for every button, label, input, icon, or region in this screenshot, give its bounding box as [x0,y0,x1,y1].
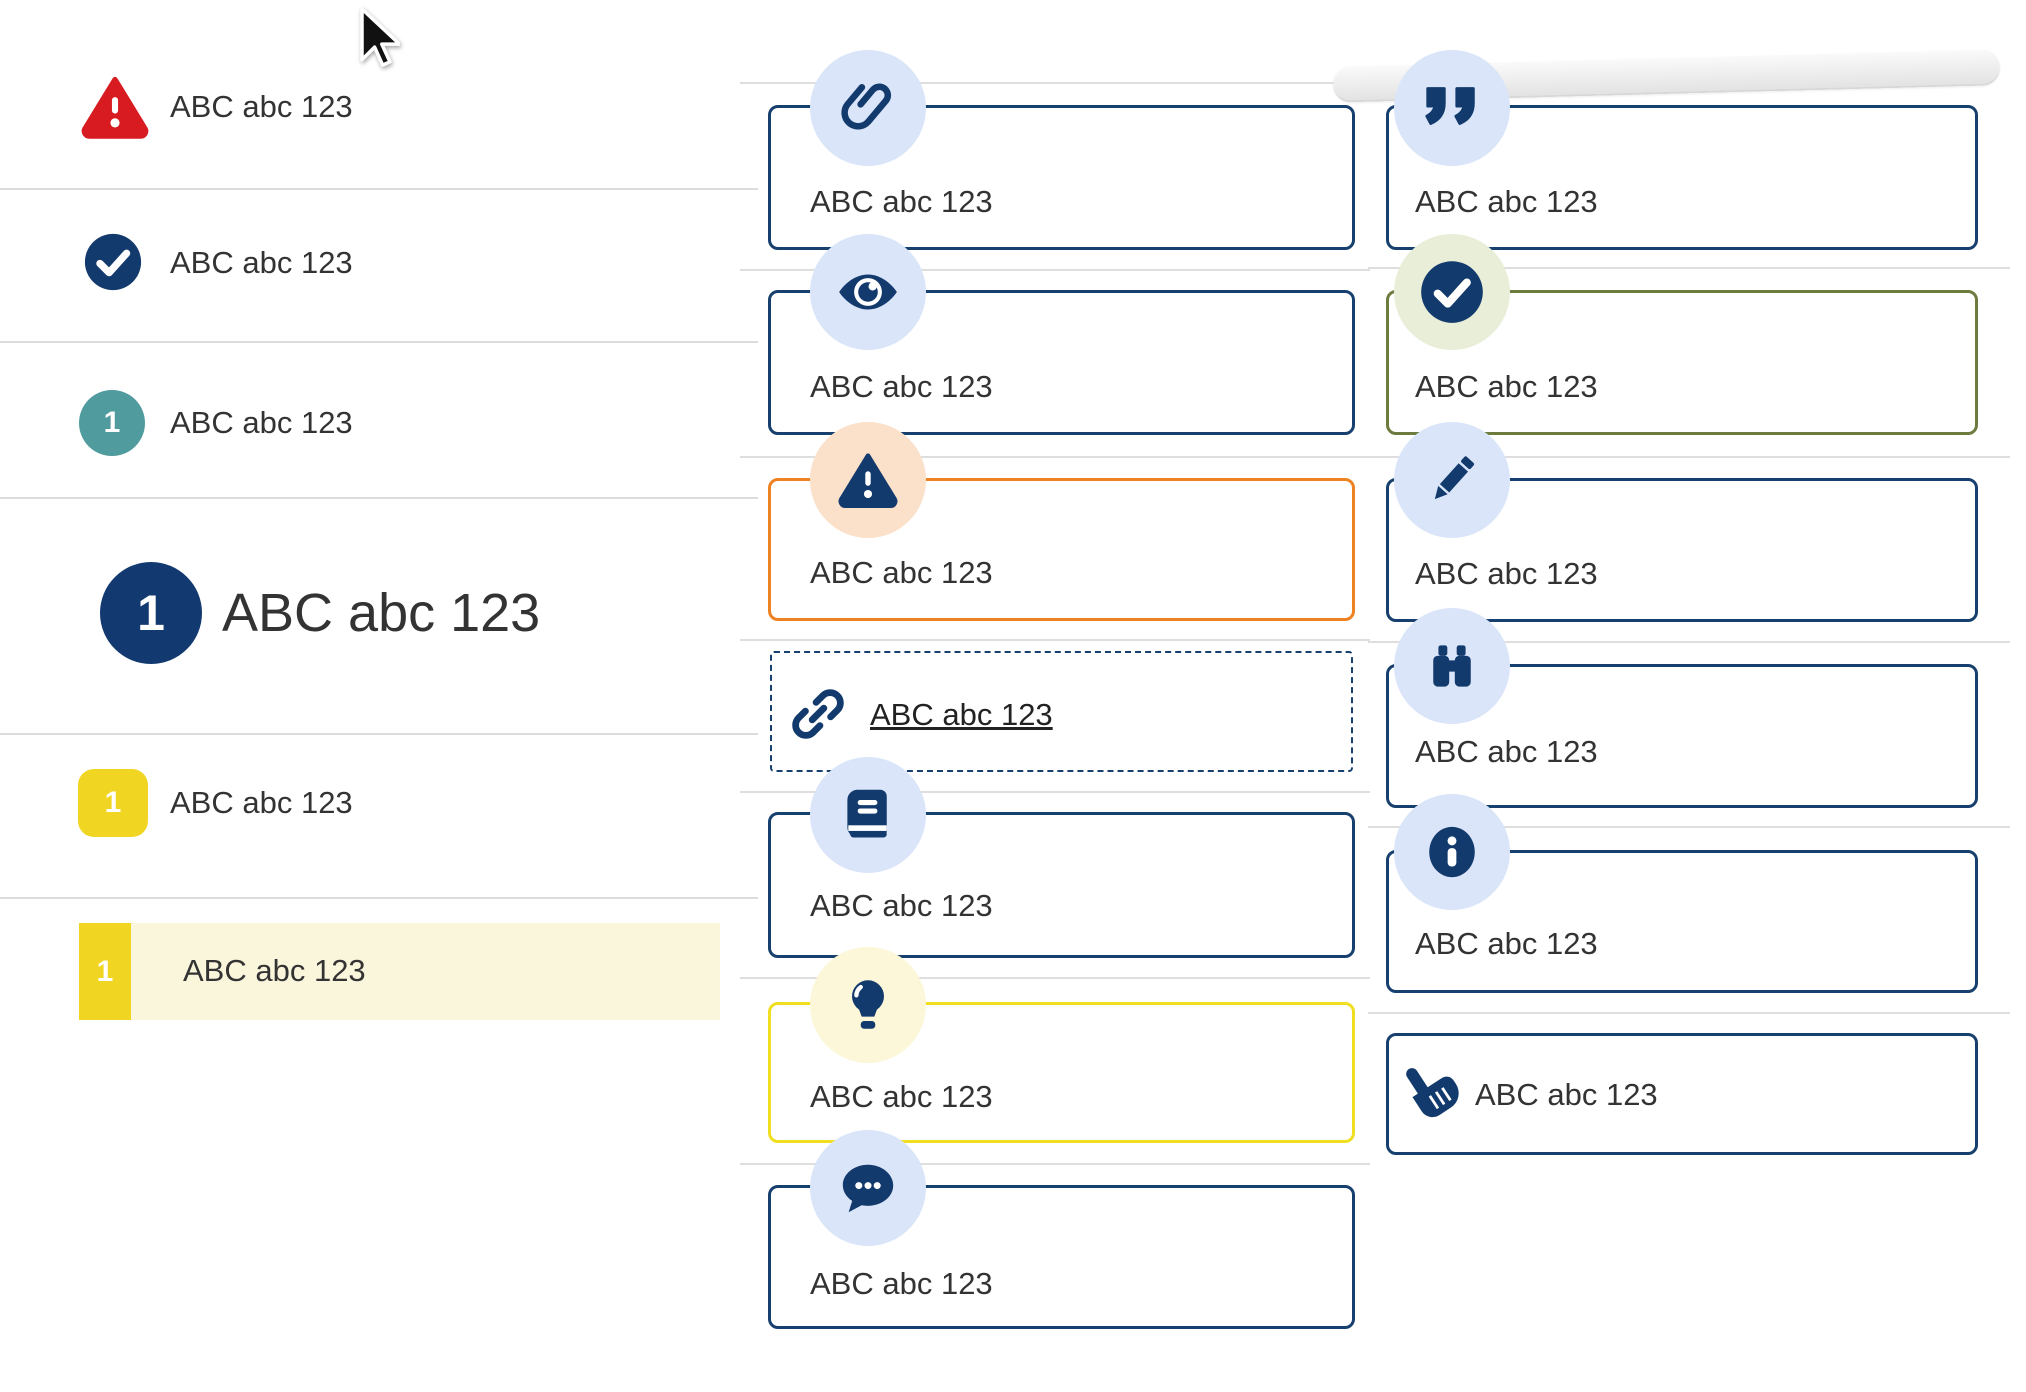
divider [740,639,1370,641]
binoculars-icon [1394,608,1510,724]
list-item-label: ABC abc 123 [183,953,366,988]
callout-label: ABC abc 123 [810,1079,993,1114]
quote-icon [1394,50,1510,166]
divider [0,341,758,343]
paperclip-icon [810,50,926,166]
callout-label: ABC abc 123 [810,369,993,404]
link-icon [787,683,849,750]
list-item-label: ABC abc 123 [222,583,541,643]
divider [740,977,1370,979]
list-item-warning[interactable]: ABC abc 123 [0,0,758,188]
divider [1368,456,2010,458]
divider [0,497,758,499]
divider [740,456,1370,458]
hand-pointer-icon [1398,1058,1466,1131]
list-item-check[interactable]: ABC abc 123 [0,188,758,341]
divider [740,82,1370,84]
callout-link[interactable] [770,651,1353,772]
lightbulb-icon [810,947,926,1063]
callout-label: ABC abc 123 [810,184,993,219]
callout-link-text[interactable]: ABC abc 123 [870,697,1053,732]
divider [0,188,758,190]
callout-label: ABC abc 123 [1415,926,1598,961]
book-icon [810,757,926,873]
callout-label: ABC abc 123 [810,888,993,923]
list-item-label: ABC abc 123 [170,405,353,440]
number-badge: 1 [79,923,131,1020]
check-circle-icon [82,231,144,298]
number-badge: 1 [100,562,202,664]
callout-label: ABC abc 123 [810,555,993,590]
callout-label: ABC abc 123 [810,1266,993,1301]
check-circle-icon [1394,234,1510,350]
divider [740,1163,1370,1165]
callout-label: ABC abc 123 [1415,184,1598,219]
divider [740,791,1370,793]
list-item-label: ABC abc 123 [170,785,353,820]
divider [0,733,758,735]
divider [740,269,1370,271]
divider [1368,641,2010,643]
callout-label: ABC abc 123 [1415,734,1598,769]
mouse-cursor-icon [360,7,402,72]
callout-label: ABC abc 123 [1475,1077,1658,1112]
list-item-numbered-teal[interactable]: 1 ABC abc 123 [0,341,758,497]
callout-action [1386,1033,1978,1155]
callout-label: ABC abc 123 [1415,369,1598,404]
divider [1368,1012,2010,1014]
info-icon [1394,794,1510,910]
list-item-numbered-yellow[interactable]: 1 ABC abc 123 [0,733,758,897]
warning-triangle-icon [80,74,150,145]
divider [1368,826,2010,828]
list-item-numbered-yellow-highlighted[interactable]: 1 ABC abc 123 [0,897,758,1060]
pencil-icon [1394,422,1510,538]
divider [1368,267,2010,269]
highlight-background [79,923,720,1020]
list-item-label: ABC abc 123 [170,245,353,280]
number-badge: 1 [79,390,145,456]
callout-label: ABC abc 123 [1415,556,1598,591]
eye-icon [810,234,926,350]
chat-bubble-icon [810,1130,926,1246]
list-item-label: ABC abc 123 [170,89,353,124]
divider [0,897,758,899]
number-badge: 1 [78,769,148,837]
list-item-numbered-large[interactable]: 1 ABC abc 123 [0,497,758,733]
warning-triangle-icon [810,422,926,538]
